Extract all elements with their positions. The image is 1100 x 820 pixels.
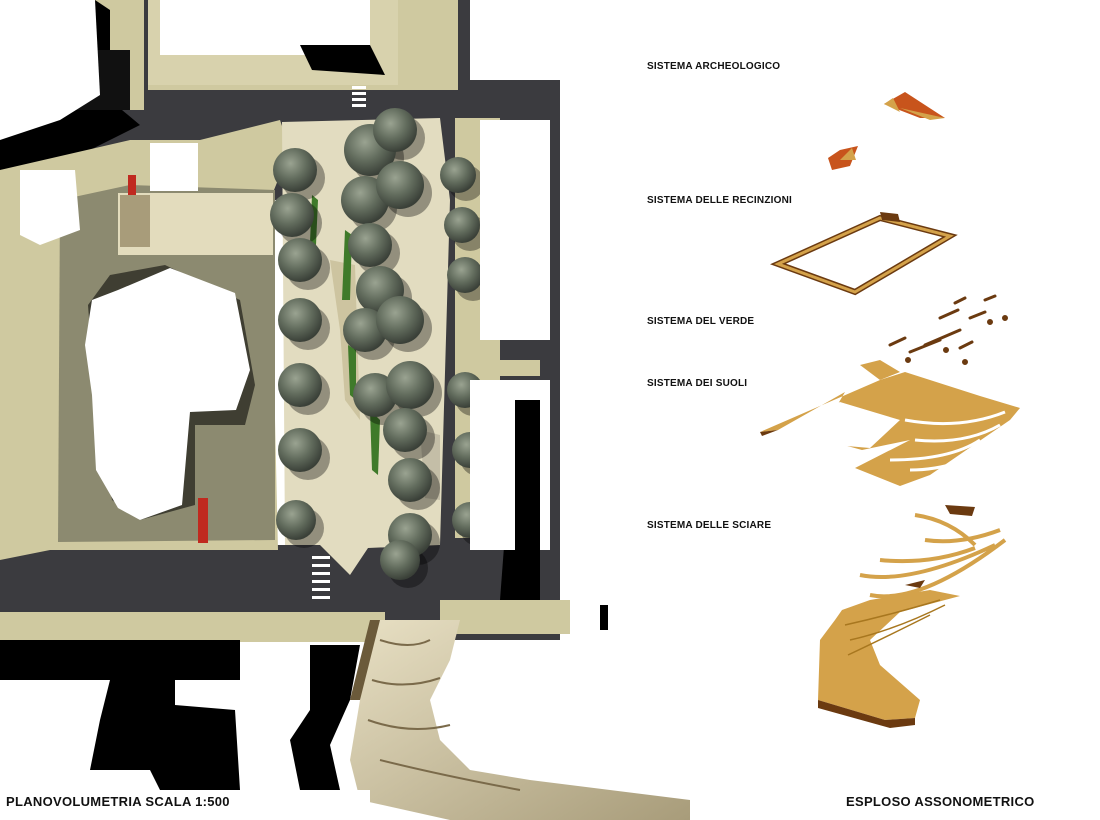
tree-canopy	[440, 157, 476, 193]
buildings-right	[470, 120, 608, 630]
tree-canopy	[270, 193, 314, 237]
tree-canopy	[348, 223, 392, 267]
axo-greenery	[888, 294, 1008, 365]
tree-canopy	[353, 373, 397, 417]
axo-lava	[818, 505, 1007, 728]
crosswalks	[312, 86, 366, 599]
tree-canopy	[343, 308, 387, 352]
tree-canopy	[278, 298, 322, 342]
tree-canopy	[388, 458, 432, 502]
red-wall-lower	[198, 498, 208, 543]
tree-canopy	[386, 361, 434, 409]
building-top-left	[0, 0, 140, 170]
label-soil-system: SISTEMA DEI SUOLI	[647, 378, 748, 389]
label-greenery-system: SISTEMA DEL VERDE	[647, 316, 755, 327]
tree-canopy	[444, 207, 480, 243]
tree-canopy	[273, 148, 317, 192]
axo-soils	[760, 360, 1020, 486]
tree-canopy	[373, 108, 417, 152]
axo-fences	[770, 212, 958, 296]
lava-flow	[350, 620, 690, 820]
tree-canopy	[278, 428, 322, 472]
tree-canopy	[376, 296, 424, 344]
label-fence-system: SISTEMA DELLE RECINZIONI	[647, 195, 792, 206]
tree-canopy	[447, 257, 483, 293]
tree-canopy	[276, 500, 316, 540]
label-lava-system: SISTEMA DELLE SCIARE	[647, 520, 772, 531]
axo-caption: ESPLOSO ASSONOMETRICO	[846, 794, 1035, 809]
main-building	[85, 265, 255, 520]
buildings-bottom-left	[0, 640, 370, 820]
axo-archeological	[828, 92, 945, 170]
building-top	[148, 0, 398, 85]
tree-canopy	[278, 363, 322, 407]
plan-caption: PLANOVOLUMETRIA SCALA 1:500	[6, 794, 230, 809]
tree-canopy	[383, 408, 427, 452]
tree-canopy	[376, 161, 424, 209]
tree-canopy	[278, 238, 322, 282]
label-archeological-system: SISTEMA ARCHEOLOGICO	[647, 61, 781, 72]
tree-canopy	[380, 540, 420, 580]
